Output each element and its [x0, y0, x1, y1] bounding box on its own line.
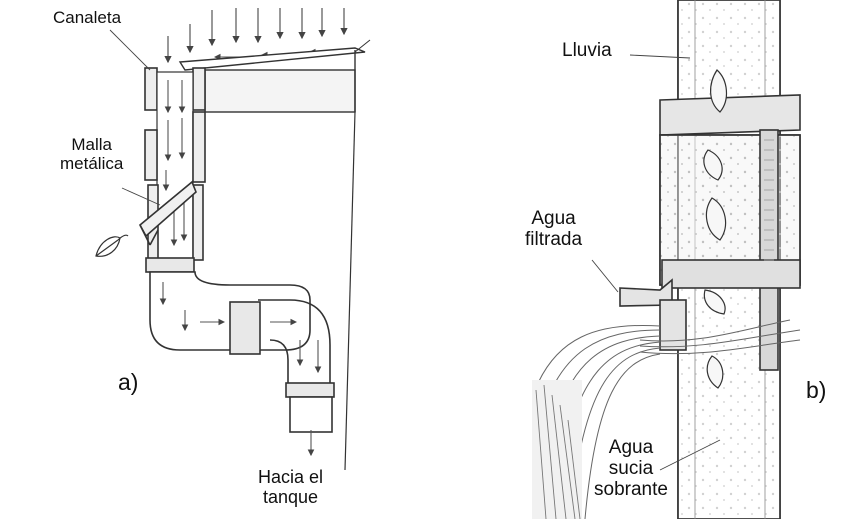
label-malla-line2: metálica [60, 154, 124, 174]
label-sucia-line3: sobrante [594, 478, 668, 500]
label-hacia-el-tanque: Hacia el tanque [258, 467, 323, 507]
label-hacia-line2: tanque [262, 487, 319, 508]
wall-line [344, 111, 356, 471]
panel-b-diagram [532, 0, 801, 519]
label-filtrada-line2: filtrada [525, 229, 583, 251]
label-panel-a-tag: a) [118, 369, 139, 395]
leaf-icons [703, 69, 727, 389]
label-agua-filtrada: Agua filtrada [525, 208, 582, 251]
label-malla-metalica: Malla metálica [60, 135, 123, 173]
leaf-icon [95, 234, 129, 257]
filtered-water-spout [619, 278, 687, 351]
panel-a-diagram [95, 8, 371, 471]
label-hacia-line1: Hacia el [258, 467, 324, 487]
rain-arrows [164, 8, 348, 64]
label-malla-line1: Malla [71, 135, 112, 154]
label-agua-sucia-sobrante: Agua sucia sobrante [594, 437, 668, 501]
label-filtrada-line1: Agua [531, 208, 576, 229]
label-lluvia: Lluvia [562, 40, 612, 61]
pipe-collar [145, 257, 195, 273]
label-panel-b-tag: b) [806, 377, 827, 403]
label-sucia-line2: sucia [608, 457, 654, 479]
metal-mesh [138, 180, 197, 246]
label-canaleta: Canaleta [53, 8, 122, 27]
downpipe [144, 67, 206, 261]
roof-board [178, 39, 371, 113]
elbow-pipe [149, 271, 335, 433]
label-sucia-line1: Agua [608, 437, 654, 458]
